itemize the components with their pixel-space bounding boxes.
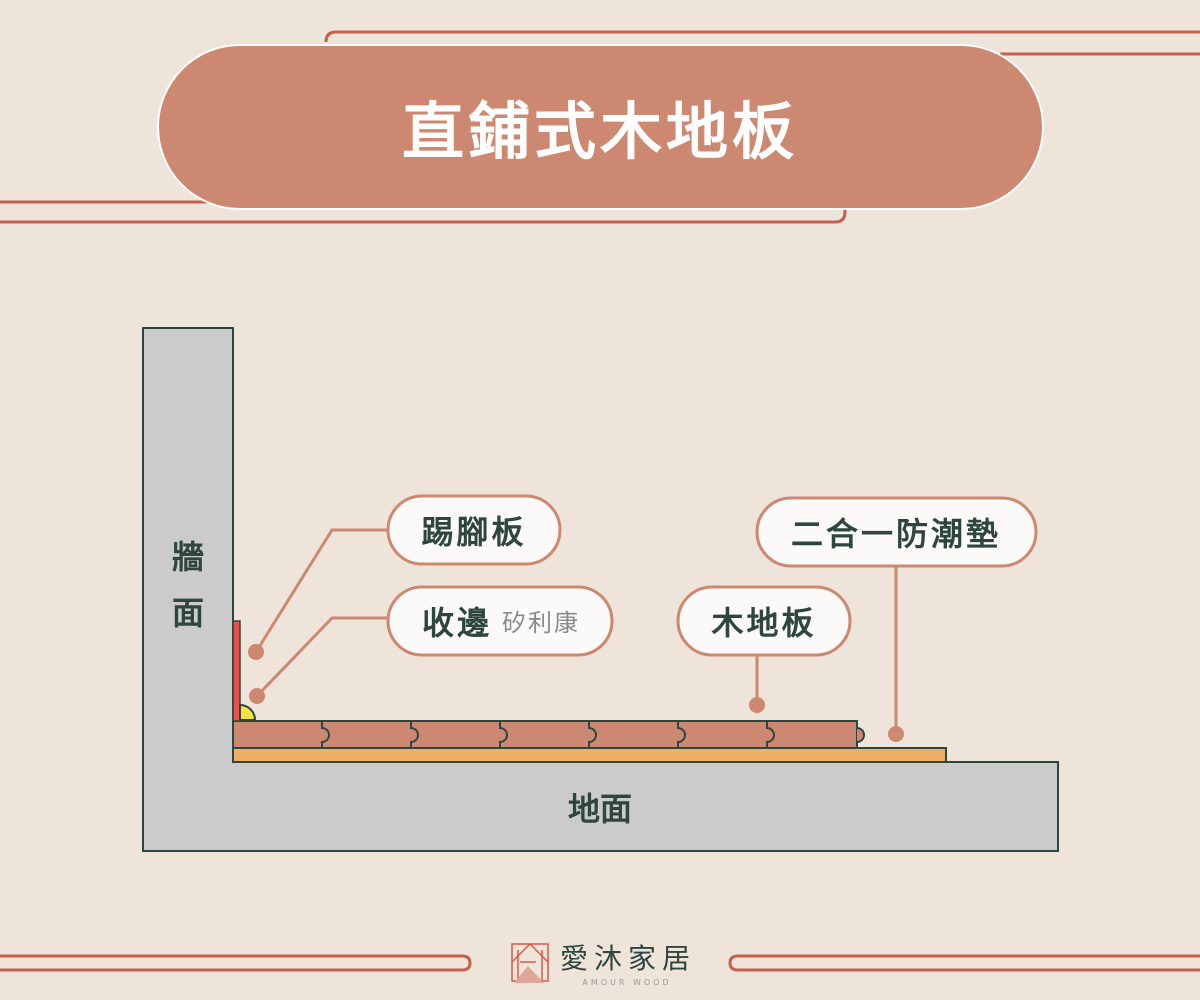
callout-lines [254, 528, 898, 734]
logo-subtitle: AMOUR WOOD [582, 978, 671, 987]
wood-planks [232, 720, 865, 749]
baseboard [232, 620, 241, 722]
floor-label: 地面 [568, 790, 632, 828]
page-title: 直鋪式木地板 [402, 95, 798, 168]
callout-trim-note: 矽利康 [502, 609, 580, 637]
wall-label: 牆 [172, 538, 204, 576]
title-banner [157, 44, 1044, 210]
callout-pills [386, 494, 1038, 657]
logo: 愛沐家居 AMOUR WOOD [511, 942, 696, 987]
silicone-bead [239, 703, 257, 721]
callout-underlay: 二合一防潮墊 [791, 515, 1001, 553]
logo-name: 愛沐家居 [560, 942, 696, 975]
underlay [232, 747, 947, 763]
callout-trim: 收邊 [422, 604, 492, 642]
callout-flooring: 木地板 [710, 604, 816, 642]
callout-baseboard: 踢腳板 [421, 513, 526, 551]
wall-label-2: 面 [172, 594, 204, 632]
logo-icon [511, 942, 549, 982]
callout-dots [248, 644, 904, 742]
wall-floor [142, 327, 1059, 852]
